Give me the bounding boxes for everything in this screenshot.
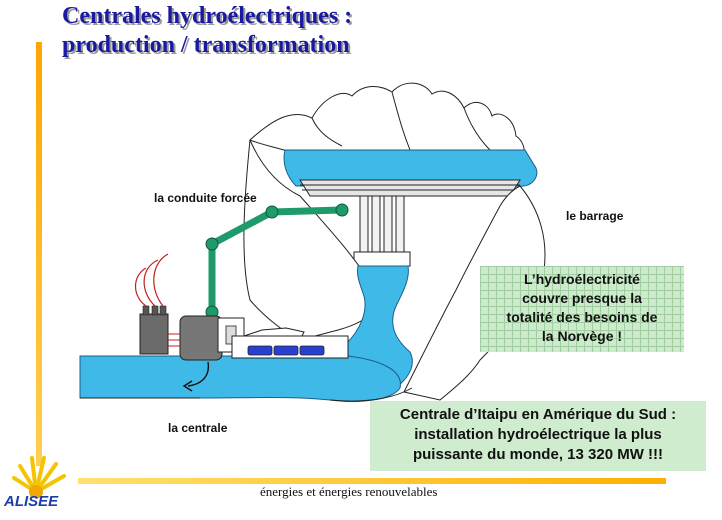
right-cliff [403, 185, 546, 401]
bank-line [80, 387, 413, 402]
mountain-outline [249, 82, 525, 156]
norway-note-line-3: totalité des besoins de [506, 309, 658, 325]
insulators [142, 305, 167, 316]
norway-note: L’hydroélectricité couvre presque la tot… [480, 266, 684, 352]
tailwater [79, 355, 401, 402]
page-title: Centrales hydroélectriques : production … [62, 2, 352, 60]
power-lines-icon [134, 253, 169, 307]
label-penstock: la conduite forcée [154, 191, 257, 205]
sun-logo-icon [12, 456, 66, 498]
reservoir-water [283, 149, 538, 187]
norway-note-line-2: couvre presque la [522, 290, 642, 306]
transformer-block [139, 313, 169, 355]
penstock-pipe [208, 206, 346, 316]
penstock-joint-3 [205, 237, 219, 251]
itaipu-note-line-3: puissante du monde, 13 320 MW !!! [412, 446, 664, 463]
norway-note-line-4: la Norvège ! [541, 328, 623, 344]
footer-text: énergies et énergies renouvelables [260, 484, 438, 499]
title-line-2: production / transformation [62, 32, 350, 58]
itaipu-note: Centrale d’Itaipu en Amérique du Sud : i… [370, 401, 706, 471]
label-power-plant: la centrale [168, 421, 228, 435]
generator [179, 315, 223, 361]
penstock-joint-2 [265, 205, 279, 219]
vertical-accent-bar [36, 42, 42, 466]
itaipu-note-line-1: Centrale d’Itaipu en Amérique du Sud : [399, 406, 677, 423]
turbine-core [225, 325, 237, 345]
dam-base [353, 251, 411, 267]
dam-buttresses [359, 195, 405, 253]
connection-wires [168, 333, 180, 347]
horizontal-accent-bar [78, 478, 666, 484]
itaipu-note-line-2: installation hydroélectrique la plus [414, 426, 662, 443]
label-dam: le barrage [566, 209, 624, 223]
outflow-arrow-icon [182, 361, 210, 392]
dam-wall [299, 179, 521, 197]
intake-grilles [247, 345, 325, 356]
norway-note-line-1: L’hydroélectricité [524, 271, 640, 287]
mountain-ridge-line [311, 91, 491, 151]
machine-hall-roof [243, 327, 305, 337]
penstock-joint-1 [335, 203, 349, 217]
title-line-1: Centrales hydroélectriques : [62, 3, 353, 29]
logo-text: ALISEE [4, 493, 59, 510]
